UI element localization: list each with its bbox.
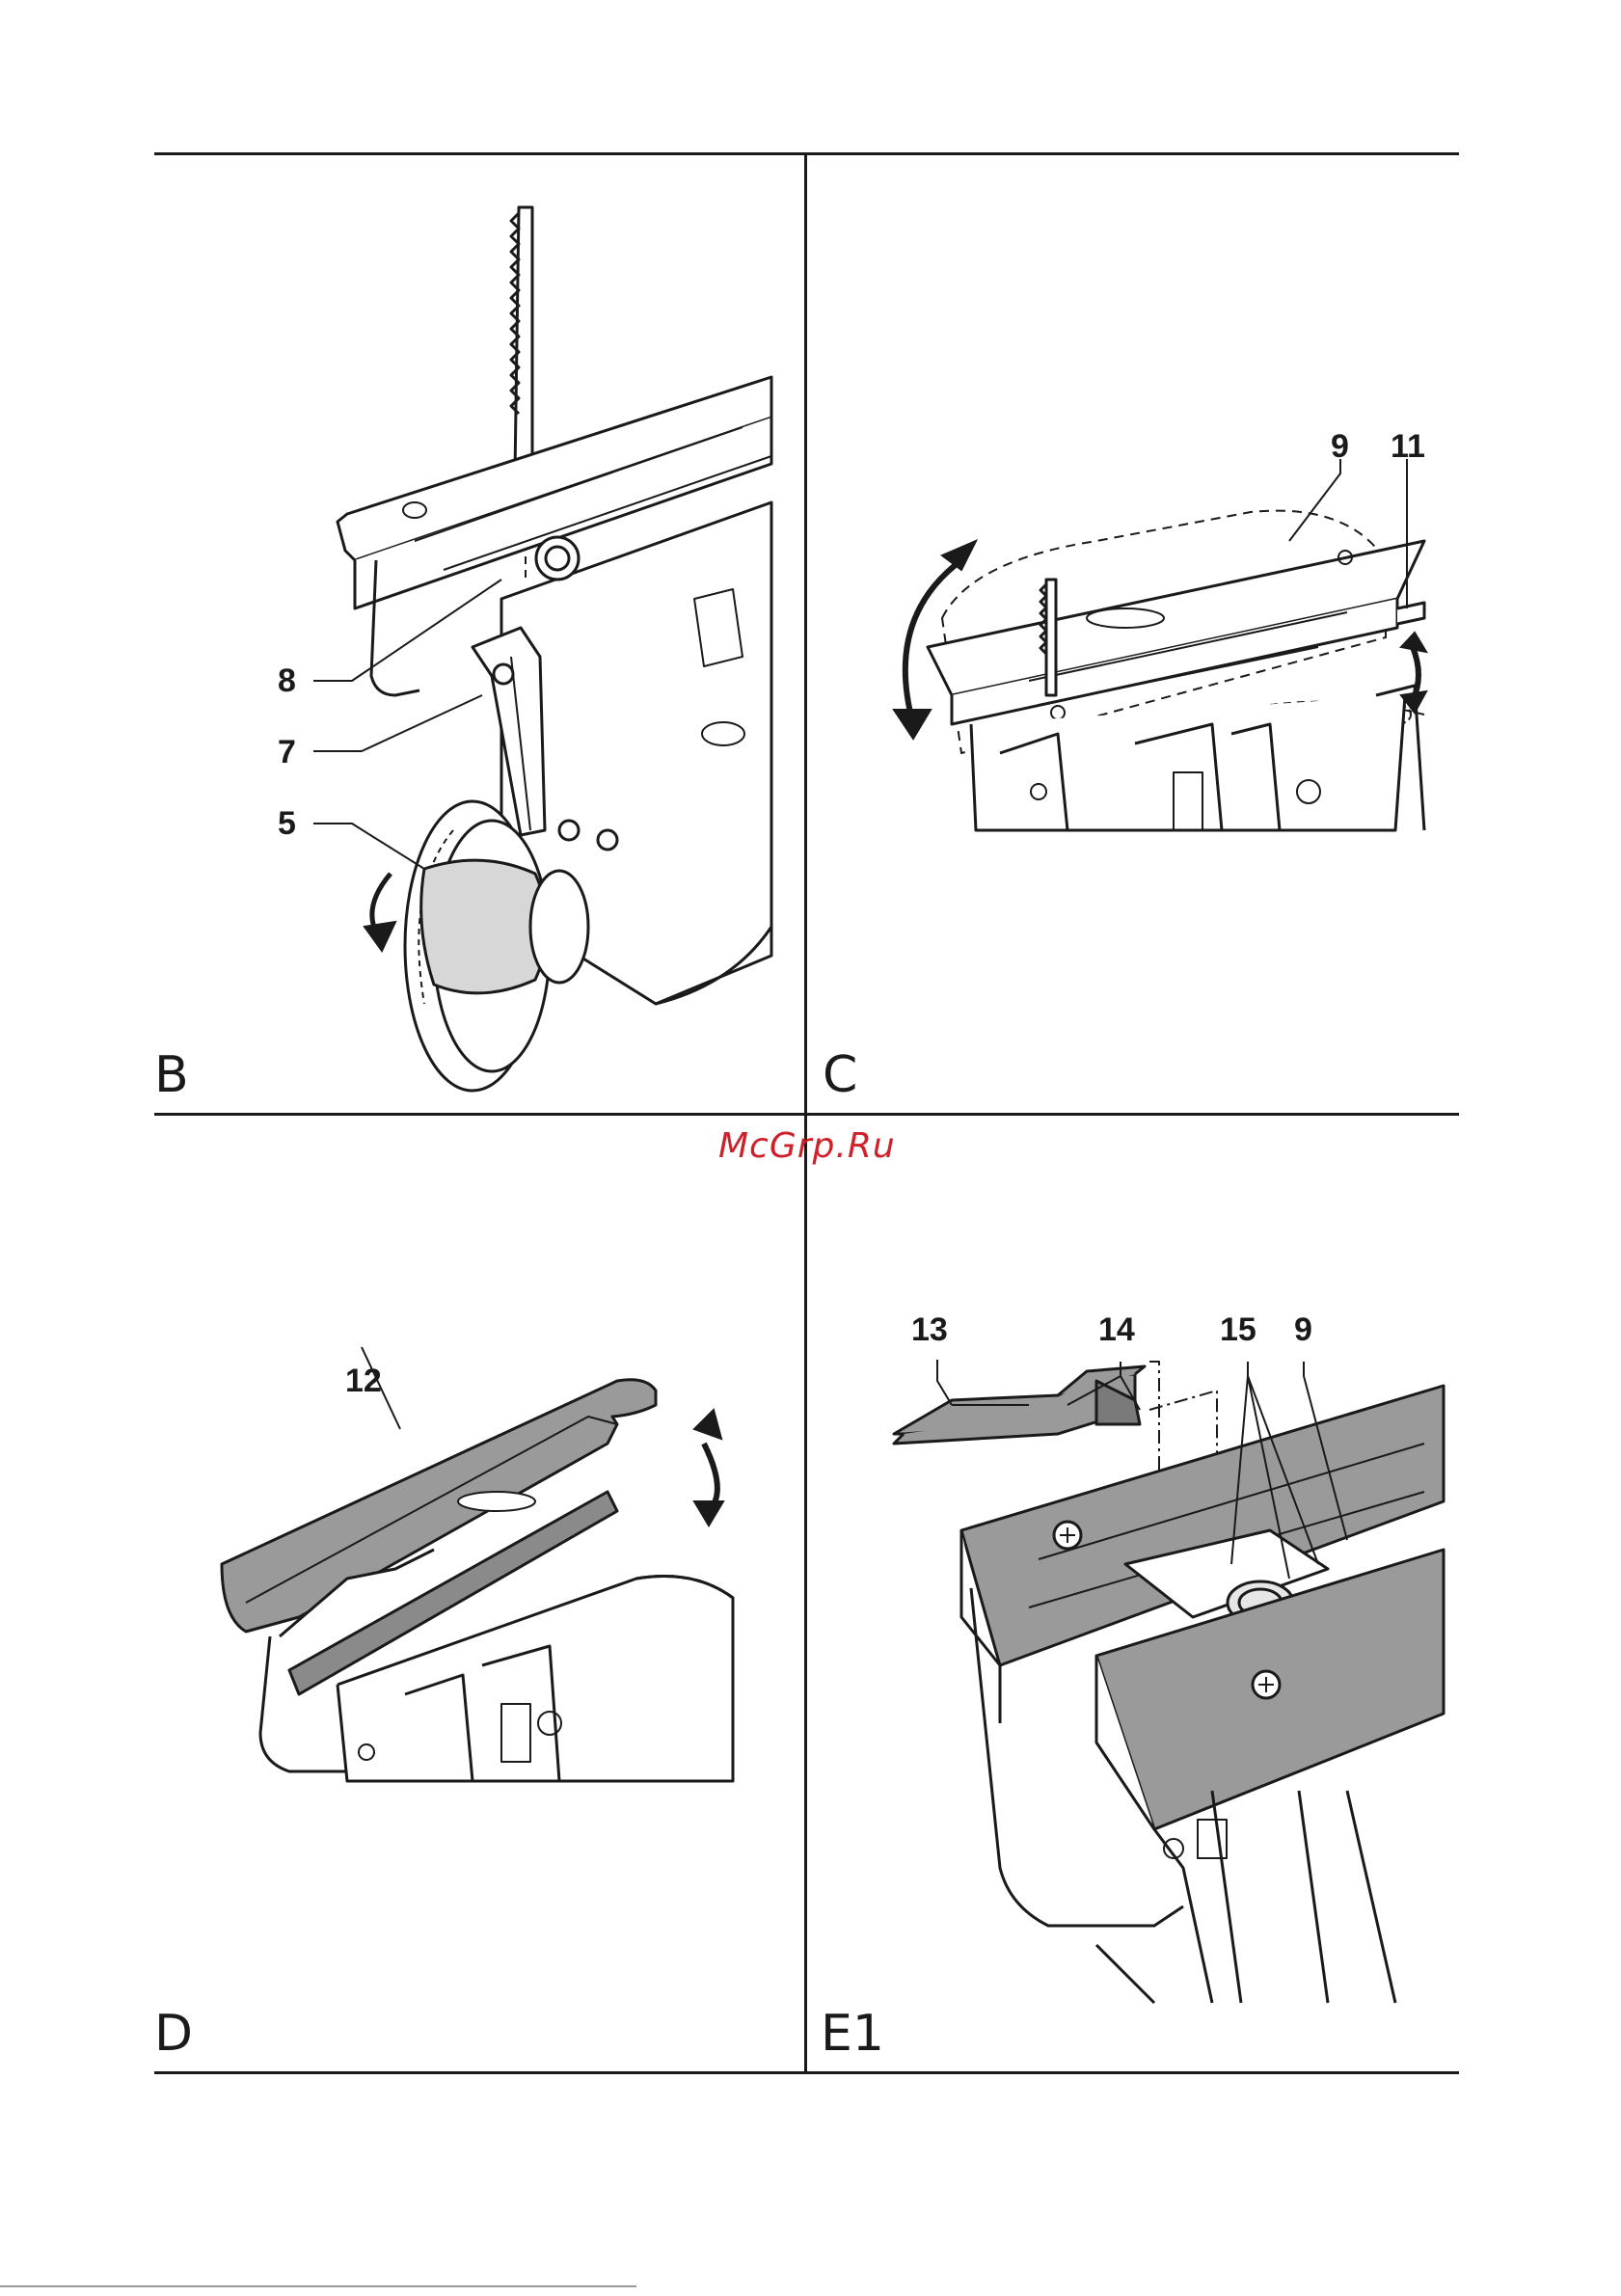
panel-b-illustration	[154, 155, 804, 1113]
footer-line	[0, 2285, 636, 2287]
panel-d-illustration	[154, 1116, 804, 2071]
panel-c-illustration	[807, 155, 1459, 1113]
callout-11: 11	[1391, 430, 1425, 463]
panel-c: 9 11 C	[807, 155, 1459, 1113]
callout-13: 13	[911, 1313, 948, 1346]
panel-d: 12 D	[154, 1116, 804, 2071]
panel-letter-d: D	[154, 2009, 193, 2059]
callout-12: 12	[345, 1364, 382, 1397]
callout-5: 5	[278, 807, 296, 840]
callout-7: 7	[278, 736, 296, 769]
callout-15: 15	[1220, 1313, 1256, 1346]
callout-9-e1: 9	[1294, 1313, 1312, 1346]
panel-e1-illustration	[807, 1116, 1459, 2071]
panel-letter-b: B	[154, 1050, 189, 1100]
panel-b: 8 7 5 B	[154, 155, 804, 1113]
panel-letter-e1: E1	[821, 2009, 884, 2059]
rotate-arrow-icon	[365, 874, 395, 951]
callout-9: 9	[1331, 430, 1349, 463]
callout-8: 8	[278, 664, 296, 697]
rotate-arrow-icon	[694, 1410, 723, 1526]
callout-14: 14	[1098, 1313, 1135, 1346]
panel-e1: 13 14 15 9 E1	[807, 1116, 1459, 2071]
panel-letter-c: C	[823, 1050, 857, 1100]
